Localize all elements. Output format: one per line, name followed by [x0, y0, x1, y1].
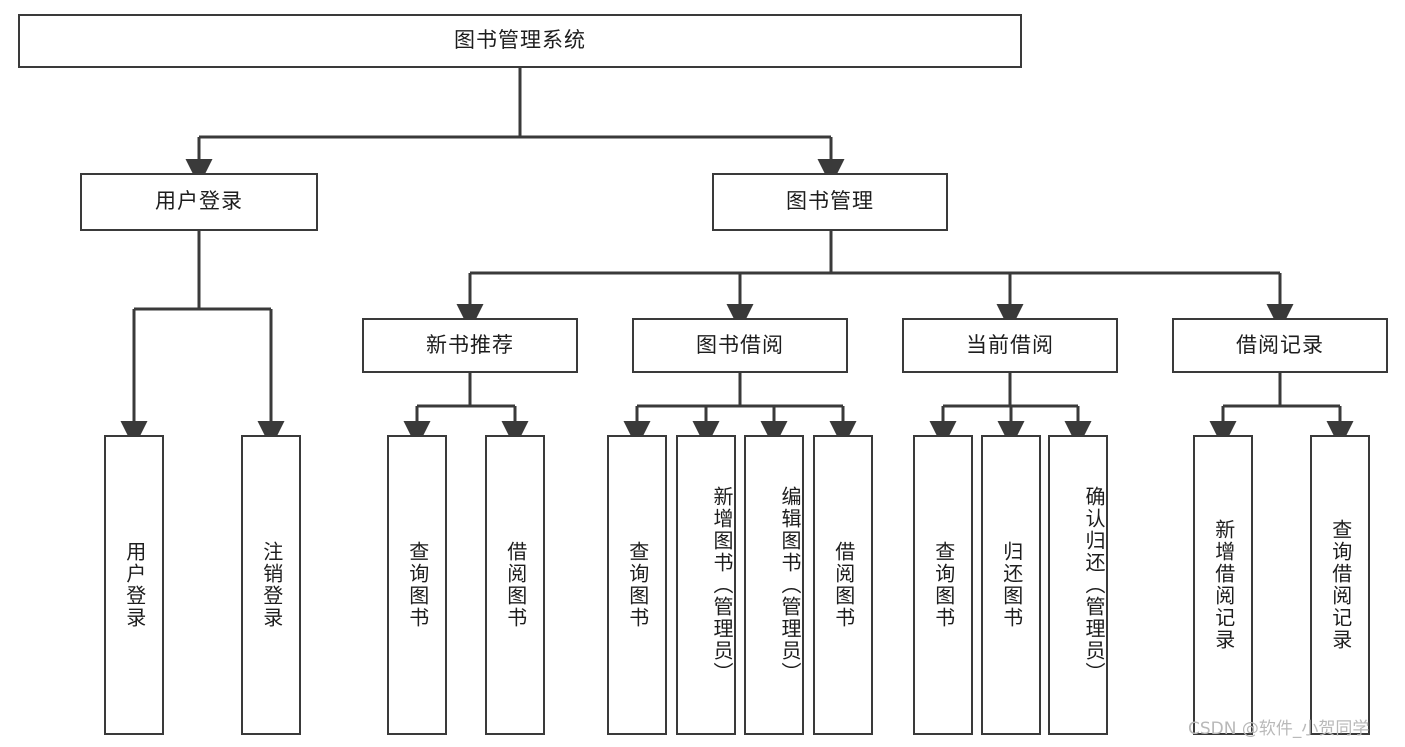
node-user-login-label: 用户登录	[155, 189, 243, 214]
edge-group-user-login	[120, 231, 285, 448]
edge-group-book-borrow	[623, 373, 857, 448]
edge-group-book-manage	[456, 231, 1294, 331]
node-borrow-record[interactable]: 借阅记录	[1172, 318, 1388, 373]
csdn-watermark: CSDN @软件_小贺同学	[1188, 719, 1370, 739]
leaf-rec-query-book[interactable]: 查询图书	[387, 435, 447, 735]
node-book-borrow[interactable]: 图书借阅	[632, 318, 848, 373]
node-new-book-recommend-label: 新书推荐	[426, 332, 514, 357]
node-book-borrow-label: 图书借阅	[696, 332, 784, 357]
node-book-manage[interactable]: 图书管理	[712, 173, 948, 231]
leaf-borrow-edit-book-label: 编辑图书（管理员）	[778, 486, 802, 684]
node-root[interactable]: 图书管理系统	[18, 14, 1022, 68]
leaf-cur-confirm-return-label: 确认归还（管理员）	[1082, 486, 1106, 684]
leaf-borrow-borrow-book-label: 借阅图书	[831, 541, 856, 629]
leaf-rec-query-book-label: 查询图书	[405, 541, 430, 629]
leaf-user-login-label: 用户登录	[122, 541, 147, 629]
node-current-borrow[interactable]: 当前借阅	[902, 318, 1118, 373]
leaf-cur-return-book-label: 归还图书	[999, 541, 1024, 629]
node-new-book-recommend[interactable]: 新书推荐	[362, 318, 578, 373]
node-current-borrow-label: 当前借阅	[966, 332, 1054, 357]
leaf-record-add-label: 新增借阅记录	[1211, 519, 1236, 651]
leaf-borrow-borrow-book[interactable]: 借阅图书	[813, 435, 873, 735]
leaf-cur-query-book-label: 查询图书	[931, 541, 956, 629]
node-book-manage-label: 图书管理	[786, 189, 874, 214]
leaf-borrow-query-book-label: 查询图书	[625, 541, 650, 629]
leaf-borrow-add-book[interactable]: 新增图书（管理员）	[676, 435, 736, 735]
edge-group-root	[185, 68, 845, 186]
leaf-borrow-edit-book[interactable]: 编辑图书（管理员）	[744, 435, 804, 735]
leaf-record-add[interactable]: 新增借阅记录	[1193, 435, 1253, 735]
leaf-rec-borrow-book-label: 借阅图书	[503, 541, 528, 629]
leaf-cur-query-book[interactable]: 查询图书	[913, 435, 973, 735]
leaf-cur-confirm-return[interactable]: 确认归还（管理员）	[1048, 435, 1108, 735]
edge-group-new-book-recommend	[403, 373, 529, 448]
leaf-rec-borrow-book[interactable]: 借阅图书	[485, 435, 545, 735]
leaf-user-logout[interactable]: 注销登录	[241, 435, 301, 735]
node-user-login[interactable]: 用户登录	[80, 173, 318, 231]
edge-group-current-borrow	[929, 373, 1092, 448]
leaf-record-query-label: 查询借阅记录	[1328, 519, 1353, 651]
edge-group-borrow-record	[1209, 373, 1354, 448]
node-root-label: 图书管理系统	[454, 28, 586, 53]
node-borrow-record-label: 借阅记录	[1236, 332, 1324, 357]
leaf-record-query[interactable]: 查询借阅记录	[1310, 435, 1370, 735]
leaf-user-logout-label: 注销登录	[259, 541, 284, 629]
leaf-borrow-query-book[interactable]: 查询图书	[607, 435, 667, 735]
leaf-cur-return-book[interactable]: 归还图书	[981, 435, 1041, 735]
leaf-borrow-add-book-label: 新增图书（管理员）	[710, 486, 734, 684]
leaf-user-login[interactable]: 用户登录	[104, 435, 164, 735]
